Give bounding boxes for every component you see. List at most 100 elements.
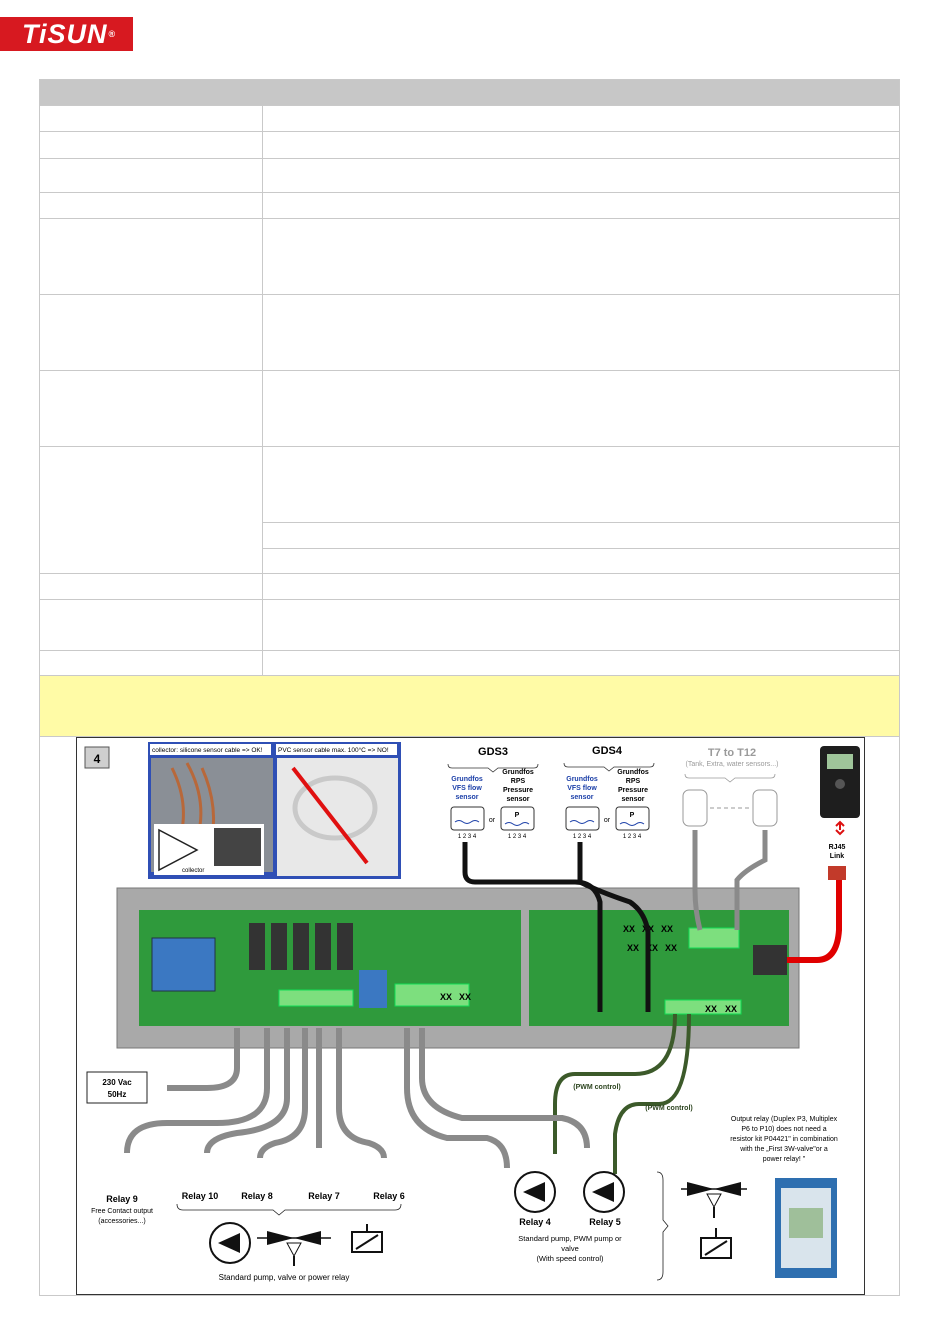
terminal-strip: [688, 927, 740, 949]
relay8-label: Relay 8: [241, 1191, 273, 1201]
group-caption-right-line2: valve: [561, 1244, 579, 1253]
relay4-label: Relay 4: [519, 1217, 551, 1227]
gds3-rps-line4: sensor: [507, 796, 530, 803]
xx-label: XX: [440, 992, 452, 1002]
power-box: [86, 1071, 148, 1104]
tank-sensor-icon: [682, 789, 708, 827]
gds4-vfs-pins: 1 2 3 4: [573, 834, 592, 840]
tisun-logo: TiSUN®: [0, 17, 133, 51]
gds4-or: or: [604, 817, 611, 824]
gds4-vfs-line2: VFS flow: [567, 785, 597, 792]
note-line: Output relay (Duplex P3, Multiplex: [731, 1116, 838, 1123]
relay9-note-line2: (accessories...): [98, 1218, 145, 1225]
relay6-label: Relay 6: [373, 1191, 405, 1201]
figure-number: 4: [94, 752, 101, 766]
power-label-frequency: 50Hz: [108, 1090, 127, 1099]
relay-block: [293, 923, 309, 970]
gds4-rps-line2: RPS: [626, 778, 641, 785]
lcd-screen: [827, 754, 853, 769]
sensor-cable-photo: collector: silicone sensor cable => OK! …: [148, 742, 401, 879]
resistor-kit-photo: [775, 1178, 837, 1278]
spec-table: [39, 79, 900, 1296]
table-row: [40, 294, 899, 370]
relay9-label: Relay 9: [106, 1194, 138, 1204]
xx-label: XX: [661, 924, 673, 934]
rj45-label-line2: Link: [830, 853, 844, 860]
table-row: [40, 599, 899, 650]
gds4-rps-line3: Pressure: [618, 787, 648, 794]
rj45-socket: [753, 945, 787, 975]
gds3-or: or: [489, 817, 496, 824]
gds4-title: GDS4: [592, 745, 623, 757]
pwm-control-label: (PWM control): [573, 1084, 620, 1091]
gds3-title: GDS3: [478, 746, 508, 758]
relay-block: [337, 923, 353, 970]
figure-number-box: [84, 746, 110, 769]
xx-label: XX: [459, 992, 471, 1002]
table-header-bar: [40, 80, 899, 105]
t-sensors-subtitle: (Tank, Extra, water sensors...): [686, 761, 779, 768]
warning-triangle-icon: [158, 828, 199, 872]
note-line: P6 to P10) does not need a: [741, 1126, 826, 1133]
relay-block: [271, 923, 287, 970]
table-row: [40, 446, 899, 573]
terminal-strip: [394, 983, 470, 1007]
photo-label-no: PVC sensor cable max. 100°C => NO!: [278, 746, 389, 754]
fuse-holder: [359, 970, 387, 1008]
gds4-vfs-line3: sensor: [571, 794, 594, 801]
terminal-strip: [278, 989, 354, 1007]
collector-caption: collector: [182, 868, 204, 874]
gds4-rps-sensor-icon: [615, 806, 650, 831]
group-caption-right-line1: Standard pump, PWM pump or: [518, 1234, 622, 1243]
terminal-strip: [664, 999, 742, 1015]
note-line: with the „First 3W-valve"or a: [739, 1146, 828, 1153]
xx-label: XX: [646, 943, 658, 953]
gds3-vfs-pins: 1 2 3 4: [458, 834, 477, 840]
tank-sensor-icon: [752, 789, 778, 827]
gds3-rps-line1: Grundfos: [502, 769, 534, 776]
note-line: power relay! ": [763, 1156, 806, 1163]
gds3-rps-sensor-icon: [500, 806, 535, 831]
gds4-rps-line4: sensor: [622, 796, 645, 803]
controller-display-unit: RJ45 Link: [820, 746, 860, 880]
valve-icon: [681, 1182, 747, 1218]
controller-board: XX XX XX XX XX XX XX XX XX XX: [116, 887, 800, 1049]
relay7-label: Relay 7: [308, 1191, 340, 1201]
gds4-vfs-sensor-icon: [565, 806, 600, 831]
highlighted-note-row: [40, 675, 899, 737]
no-cross-icon: [291, 766, 369, 865]
rj45-label-line1: RJ45: [829, 844, 846, 851]
note-line: resistor kit P04421" in combination: [730, 1136, 838, 1143]
gds3-vfs-line2: VFS flow: [452, 785, 482, 792]
table-row: [40, 192, 899, 218]
gds3-rps-line3: Pressure: [503, 787, 533, 794]
gds3-vfs-sensor-icon: [450, 806, 485, 831]
gds3-vfs-line1: Grundfos: [451, 776, 483, 783]
table-row: [40, 131, 899, 158]
gds4-p-symbol: P: [630, 812, 635, 819]
xx-label: XX: [725, 1004, 737, 1014]
xx-label: XX: [627, 943, 639, 953]
gds3-p-symbol: P: [515, 812, 520, 819]
relay9-note-line1: Free Contact output: [91, 1208, 153, 1215]
gds3-sensor-group: GDS3 Grundfos VFS flow sensor Grundfos R…: [447, 746, 539, 840]
power-relay-icon: [351, 1224, 383, 1253]
table-row: [40, 158, 899, 192]
valve-icon: [257, 1231, 331, 1266]
xx-label: XX: [665, 943, 677, 953]
gds3-vfs-line3: sensor: [456, 794, 479, 801]
gds4-vfs-line1: Grundfos: [566, 776, 598, 783]
gds4-rps-pins: 1 2 3 4: [623, 834, 642, 840]
gds3-rps-line2: RPS: [511, 778, 526, 785]
tank-sensors-group: T7 to T12 (Tank, Extra, water sensors...…: [682, 747, 779, 827]
xx-label: XX: [705, 1004, 717, 1014]
photo-label-ok: collector: silicone sensor cable => OK!: [152, 747, 263, 754]
pwm-control-label: (PWM control): [645, 1105, 692, 1112]
table-row: [40, 218, 899, 294]
transformer-icon: [151, 937, 216, 992]
table-row: [40, 370, 899, 446]
table-row: [40, 105, 899, 131]
power-label-voltage: 230 Vac: [102, 1078, 132, 1087]
relay-block: [249, 923, 265, 970]
rj45-plug-icon: [828, 866, 846, 880]
